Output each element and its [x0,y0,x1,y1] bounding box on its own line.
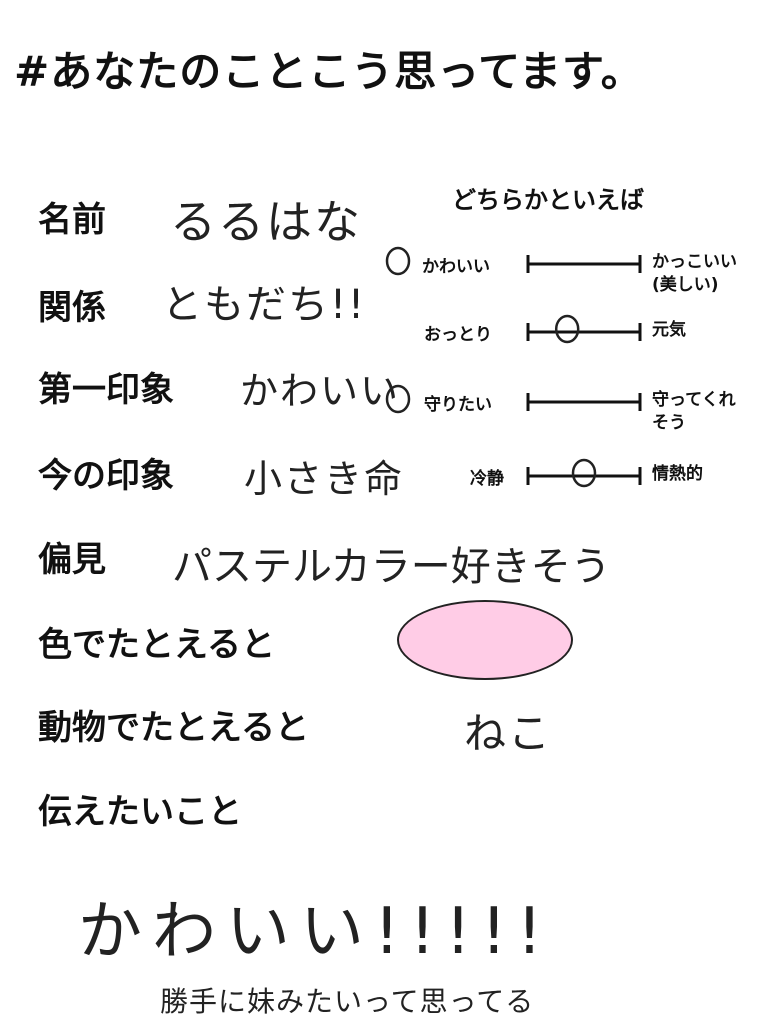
answer-relationship: ともだち!! [162,282,367,328]
scale-2-right-label: 守ってくれ [652,390,736,410]
label-current-impression: 今の印象 [38,456,174,496]
scale-0-left-label: かわいい [422,257,490,277]
scale-0-right-label: かっこいい [652,252,737,272]
scale-0-right-sub: (美しい) [652,275,719,295]
label-color: 色でたとえると [38,625,275,665]
message-subtext: 勝手に妹みたいって思ってる [160,985,535,1018]
page-title: #あなたのことこう思ってます。 [14,47,644,96]
scale-2-left-label: 守りたい [424,395,492,415]
answer-name: るるはな [170,195,362,249]
label-animal: 動物でたとえると [38,708,309,748]
label-name: 名前 [38,200,106,240]
scale-0-marker [385,246,411,276]
answer-current-impression: 小さき命 [244,457,405,501]
scale-1-left-label: おっとり [424,325,492,345]
label-first-impression: 第一印象 [38,370,174,410]
scale-3-left-label: 冷静 [470,469,504,489]
answer-prejudice: パステルカラー好きそう [172,544,611,590]
scale-1-marker [554,314,580,344]
scale-2-right-sub: そう [652,413,686,433]
color-swatch [397,600,573,680]
answer-animal: ねこ [464,709,553,758]
scale-heading: どちらかといえば [452,186,644,214]
label-relationship: 関係 [38,288,106,328]
label-prejudice: 偏見 [38,540,106,580]
answer-first-impression: かわいい [240,369,401,413]
label-message: 伝えたいこと [38,792,242,832]
message-text: かわいい!!!!! [78,895,553,969]
scale-3-marker [571,458,597,488]
scale-1-right-label: 元気 [652,320,686,340]
scale-3-right-label: 情熱的 [652,464,703,484]
